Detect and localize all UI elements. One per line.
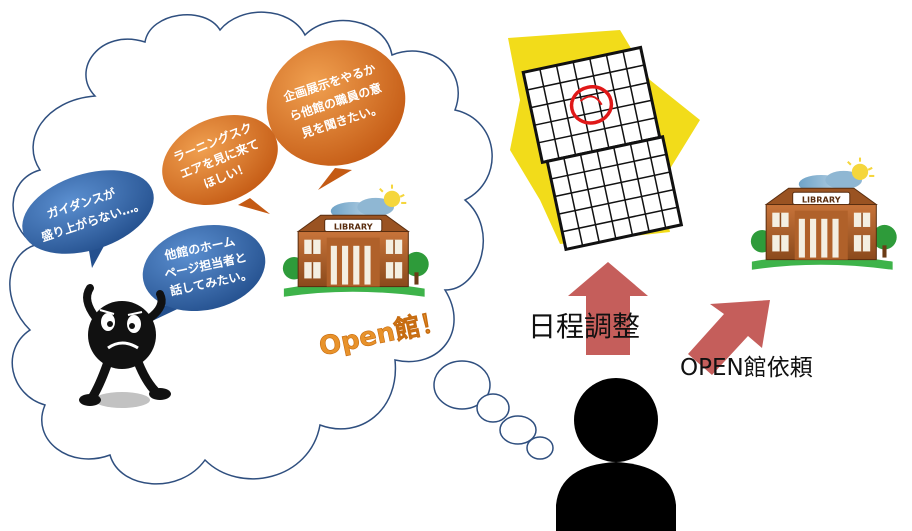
library-sign-right: LIBRARY (802, 194, 841, 204)
person-silhouette-icon (556, 378, 676, 531)
library-icon: LIBRARY (281, 183, 430, 298)
library-icon-right: LIBRARY (749, 156, 898, 271)
speech-bubble-homepage: 他館のホーム ページ担当者と 話してみたい。 (142, 224, 266, 322)
diagonal-arrow-icon (688, 300, 770, 375)
calendar-icon (508, 30, 700, 252)
worried-character-icon (79, 284, 171, 408)
library-sign: LIBRARY (334, 221, 373, 231)
schedule-label: 日程調整 (528, 310, 640, 343)
up-arrow-icon (568, 262, 648, 355)
open-request-label: OPEN館依頼 (680, 355, 813, 381)
speech-bubble-learning-square: ラーニングスク エアを見に来て ほしい！ (162, 115, 278, 214)
speech-bubble-exhibition: 企画展示をやるか ら他館の職員の意 見を聞きたい。 (266, 40, 406, 190)
